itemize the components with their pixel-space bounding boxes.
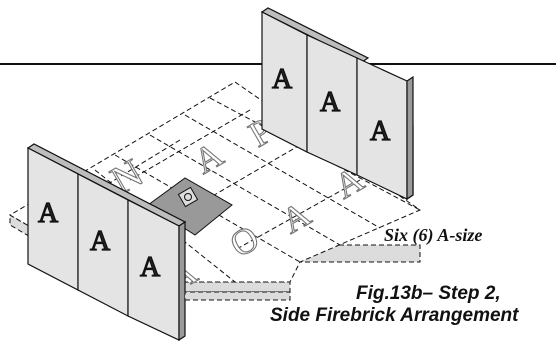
left-brick-1: A	[27, 147, 79, 291]
left-brick-3-letter: A	[140, 252, 161, 283]
right-brick-3-letter: A	[370, 116, 391, 147]
right-brick-2-letter: A	[320, 87, 341, 118]
left-wall: A A A	[26, 143, 187, 342]
right-brick-2: A	[306, 34, 358, 176]
brick-count-note: Six (6) A-size	[384, 225, 483, 245]
center-plate	[147, 177, 233, 236]
right-brick-1-letter: A	[272, 64, 293, 95]
left-brick-2-letter: A	[90, 226, 111, 257]
right-wall: A A A	[260, 7, 414, 201]
floor-edge	[184, 291, 291, 301]
right-brick-1: A	[261, 11, 308, 153]
caption-line-1: Fig.13b– Step 2,	[356, 283, 501, 304]
caption-line-2: Side Firebrick Arrangement	[270, 305, 519, 326]
left-brick-2: A	[77, 173, 129, 317]
right-brick-3: A	[356, 57, 408, 200]
left-brick-3: A	[127, 199, 180, 341]
figure-caption: Fig.13b– Step 2, Side Firebrick Arrangem…	[270, 283, 556, 327]
left-brick-1-letter: A	[38, 198, 59, 229]
